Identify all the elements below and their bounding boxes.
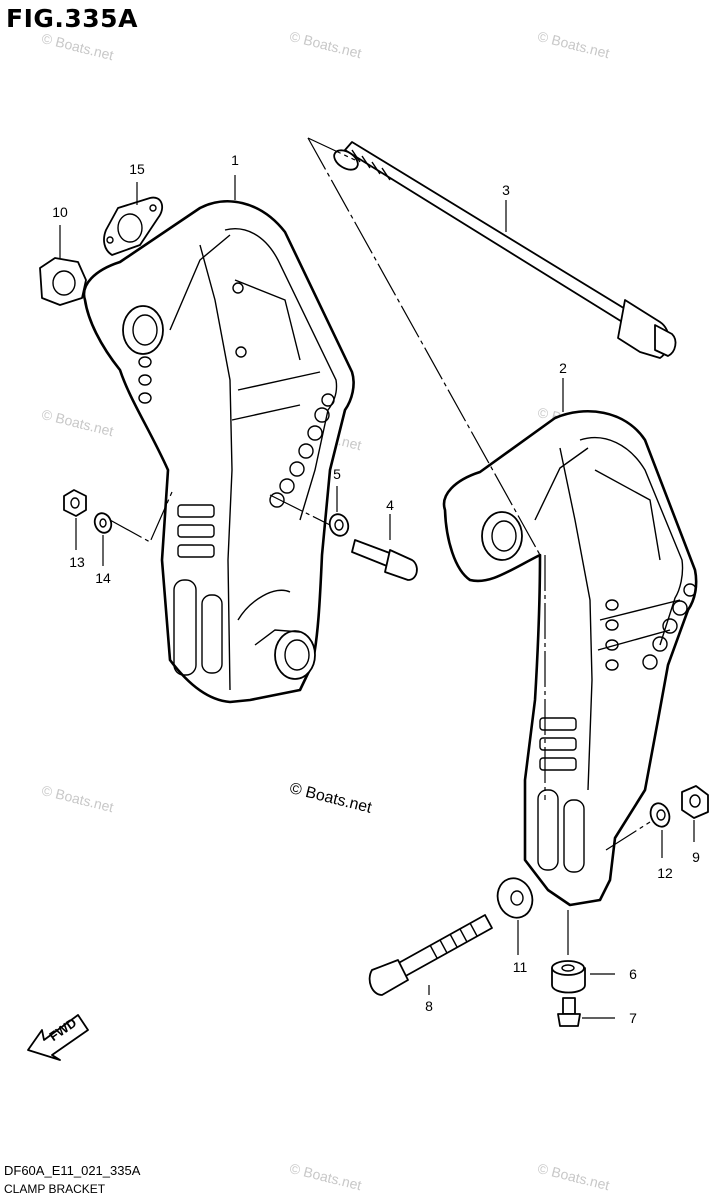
washer-14 <box>93 512 113 534</box>
clamp-bracket-right <box>442 409 698 907</box>
callout-12: 12 <box>657 865 673 881</box>
callout-8: 8 <box>425 998 433 1014</box>
nut-10 <box>39 257 87 306</box>
collar <box>551 960 586 994</box>
callout-13: 13 <box>69 554 85 570</box>
pin <box>351 539 418 581</box>
callout-4: 4 <box>386 497 394 513</box>
callout-1: 1 <box>231 152 239 168</box>
callout-2: 2 <box>559 360 567 376</box>
nut-9 <box>681 785 709 819</box>
plate-15 <box>103 196 164 256</box>
leader-lines <box>59 137 695 1019</box>
tilt-bolt <box>333 141 677 359</box>
washer-12 <box>649 802 671 828</box>
callout-9: 9 <box>692 849 700 865</box>
callout-10: 10 <box>52 204 68 220</box>
callout-11: 11 <box>512 959 528 975</box>
figure-code: DF60A_E11_021_335A <box>4 1163 141 1178</box>
callout-3: 3 <box>502 182 510 198</box>
small-bolt <box>557 997 581 1027</box>
bolt-8 <box>368 914 493 996</box>
figure-title: FIG.335A <box>6 4 138 33</box>
callout-14: 14 <box>95 570 111 586</box>
clamp-bracket-left <box>82 200 355 704</box>
callout-15: 15 <box>129 161 145 177</box>
nut-13 <box>63 489 87 517</box>
washer-11 <box>496 877 534 919</box>
figure-name: CLAMP BRACKET <box>4 1182 106 1196</box>
callout-7: 7 <box>629 1010 637 1026</box>
fwd-arrow <box>27 1014 89 1061</box>
callout-5: 5 <box>333 466 341 482</box>
callout-6: 6 <box>629 966 637 982</box>
washer-5 <box>328 513 350 537</box>
